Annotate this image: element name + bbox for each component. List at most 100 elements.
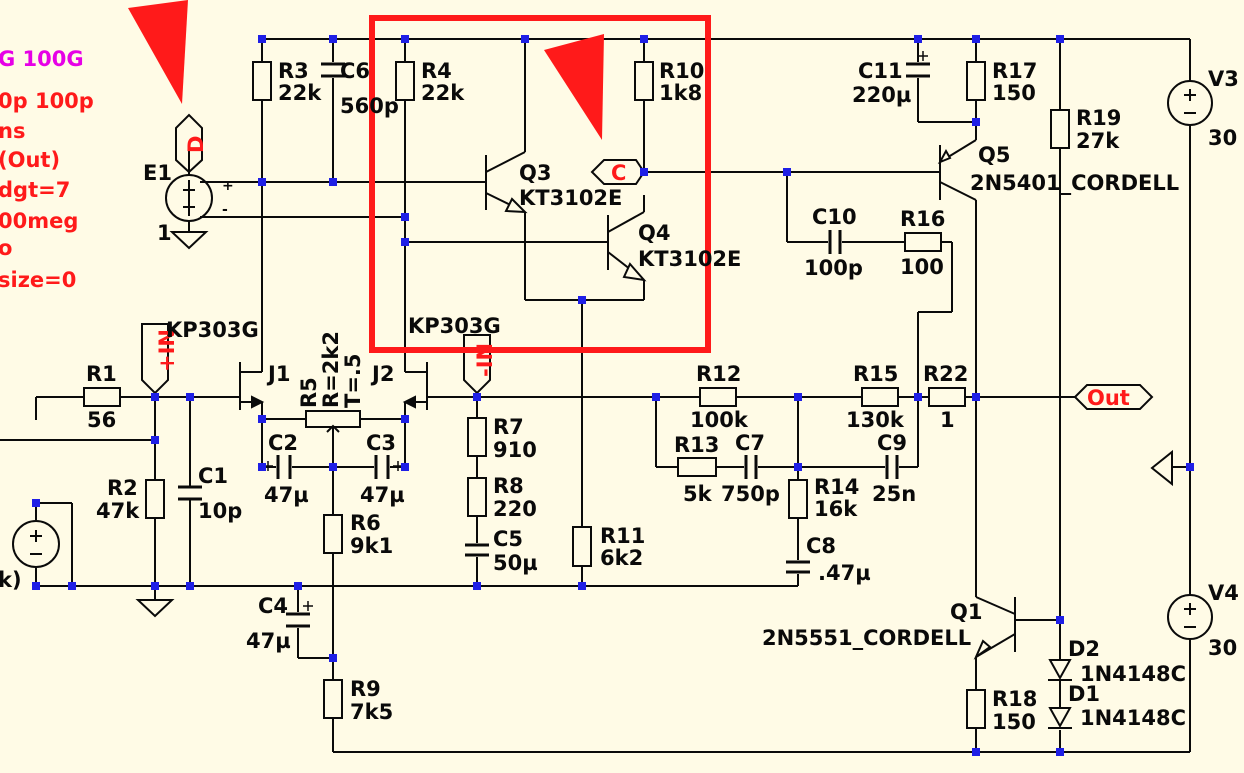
j1-label: J1 xyxy=(266,362,290,386)
net-label-in-minus: -IN xyxy=(473,343,497,377)
v3-value: 30 xyxy=(1208,126,1237,150)
c9-value: 25n xyxy=(872,482,916,506)
directive-line-3: ns xyxy=(0,119,25,143)
flag-in-minus-shape xyxy=(463,334,491,395)
directive-line-2: 0p 100p xyxy=(0,89,94,113)
r4-body xyxy=(395,61,415,101)
r13-body xyxy=(677,457,717,477)
r1-body xyxy=(83,387,121,407)
ground-e1 xyxy=(169,231,209,250)
r2-body xyxy=(145,479,165,519)
r14-body xyxy=(788,479,808,519)
r18-body xyxy=(966,689,986,729)
q5-model: 2N5401_CORDELL xyxy=(970,171,1179,195)
r13-label: R13 xyxy=(674,433,719,457)
net-label-in-plus: +IN xyxy=(155,329,179,372)
source-vin xyxy=(12,520,60,568)
r7-value: 910 xyxy=(493,438,537,462)
directive-line-7: o xyxy=(0,236,12,260)
directive-line-1: G 100G xyxy=(0,47,84,71)
transistor-q1 xyxy=(973,596,1016,660)
r17-body xyxy=(966,61,986,101)
r6-body xyxy=(323,514,343,554)
r3-value: 22k xyxy=(278,81,322,105)
source-labels: E1 1 V3 30 V4 30 k) xyxy=(0,67,1239,660)
r5-resistance: R=2k2 xyxy=(319,331,343,408)
c6-label: C6 xyxy=(340,59,370,83)
r17-value: 150 xyxy=(992,81,1036,105)
c8-label: C8 xyxy=(806,534,836,558)
resistor-labels: R1 56 R2 47k R3 22k R4 22k R5 R=2k2 T=.5… xyxy=(86,59,1121,734)
r18-label: R18 xyxy=(992,687,1037,711)
flag-out-shape xyxy=(1073,384,1154,410)
directive-line-4: (Out) xyxy=(0,148,60,172)
c5-value: 50µ xyxy=(493,551,538,575)
c1-value: 10p xyxy=(198,499,242,523)
r14-label: R14 xyxy=(814,475,859,499)
r10-value: 1k8 xyxy=(659,81,702,105)
r4-value: 22k xyxy=(421,81,465,105)
c6-value: 560p xyxy=(340,94,399,118)
d1-label: D1 xyxy=(1068,682,1100,706)
r14-value: 16k xyxy=(814,497,858,521)
v3-label: V3 xyxy=(1208,67,1239,91)
c7-value: 750p xyxy=(721,482,780,506)
v4-label: V4 xyxy=(1208,581,1239,605)
transistor-q3 xyxy=(485,151,528,214)
q1-model: 2N5551_CORDELL xyxy=(762,626,971,650)
c5-label: C5 xyxy=(493,527,523,551)
ground-rail xyxy=(1150,449,1173,487)
net-label-out: Out xyxy=(1087,386,1130,410)
c4-value: 47µ xyxy=(246,629,291,653)
directive-line-8: size=0 xyxy=(0,268,76,292)
q3-label: Q3 xyxy=(519,161,551,185)
r2-value: 47k xyxy=(96,499,140,523)
r19-label: R19 xyxy=(1076,106,1121,130)
resistor-bodies xyxy=(83,61,1070,729)
r12-label: R12 xyxy=(696,362,741,386)
c2-value: 47µ xyxy=(264,483,309,507)
flag-d-shape xyxy=(175,113,203,174)
r12-body xyxy=(699,387,737,407)
transistor-q5 xyxy=(937,139,977,201)
r15-value: 130k xyxy=(846,408,905,432)
semiconductor-labels: J1 KP303G J2 KP303G Q3 KT3102E Q4 KT3102… xyxy=(166,143,1186,730)
r9-value: 7k5 xyxy=(350,700,393,724)
r5-label: R5 xyxy=(297,377,321,408)
e1-label: E1 xyxy=(143,161,172,185)
r19-value: 27k xyxy=(1076,129,1120,153)
r11-label: R11 xyxy=(600,524,645,548)
r9-label: R9 xyxy=(350,677,381,701)
spice-directives: G 100G 0p 100p ns (Out) dgt=7 00meg o si… xyxy=(0,47,94,292)
r12-value: 100k xyxy=(690,408,749,432)
r16-value: 100 xyxy=(900,255,944,279)
e1-gnd-label: 1 xyxy=(157,221,172,245)
flag-in-plus-shape xyxy=(141,323,169,395)
r22-body xyxy=(928,387,966,407)
svg-text:+: + xyxy=(222,178,234,194)
r8-body xyxy=(467,477,487,517)
c2-label: C2 xyxy=(268,431,298,455)
c9-label: C9 xyxy=(877,431,907,455)
diode-d1 xyxy=(1048,707,1072,729)
q3-model: KT3102E xyxy=(519,186,622,210)
c8-value: .47µ xyxy=(818,561,871,585)
r10-body xyxy=(634,61,654,101)
jfet-arrows xyxy=(230,395,416,409)
c3-label: C3 xyxy=(366,431,396,455)
directive-line-5: dgt=7 xyxy=(0,178,70,202)
junction-dots xyxy=(32,35,1194,756)
source-v3 xyxy=(1167,80,1213,126)
j2-model: KP303G xyxy=(408,314,501,338)
r8-value: 220 xyxy=(493,497,537,521)
r18-value: 150 xyxy=(992,710,1036,734)
q5-label: Q5 xyxy=(978,143,1010,167)
c11-label: C11 xyxy=(858,59,903,83)
red-arrow-left xyxy=(128,0,188,104)
q4-model: KT3102E xyxy=(638,247,741,271)
r7-body xyxy=(467,417,487,457)
r16-label: R16 xyxy=(900,207,945,231)
c1-label: C1 xyxy=(198,464,228,488)
j2-label: J2 xyxy=(370,362,394,386)
ground-symbols xyxy=(135,231,1173,618)
